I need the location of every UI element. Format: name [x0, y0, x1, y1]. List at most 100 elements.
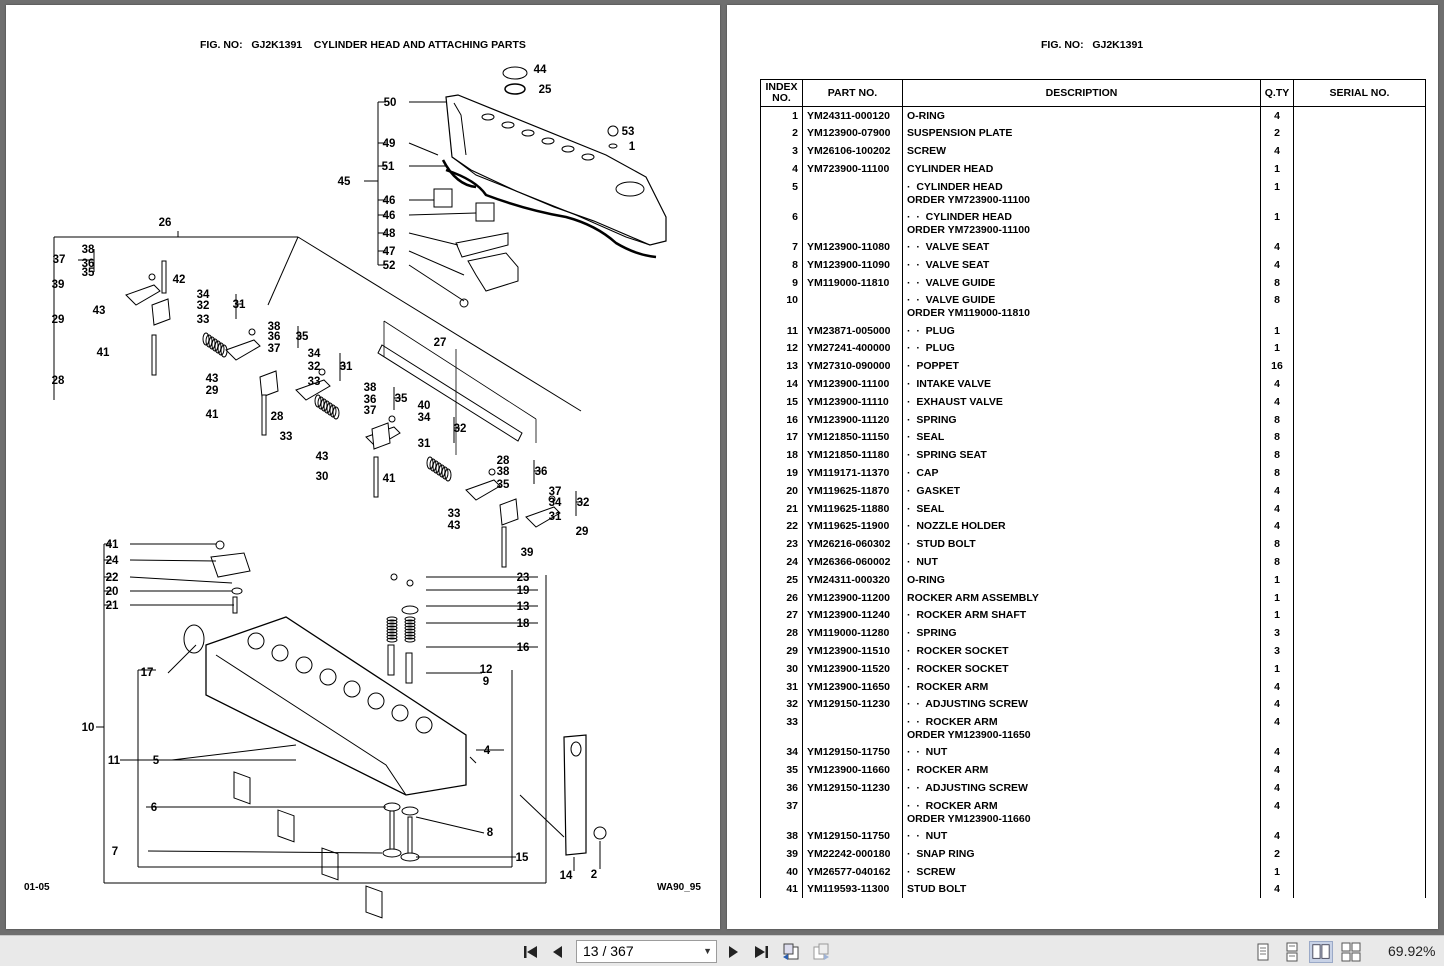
- qty-cell: 4: [1260, 375, 1294, 393]
- callout-number: 36: [82, 258, 95, 270]
- description-cell: STUD BOLT: [902, 880, 1261, 899]
- diagram-line: [408, 212, 477, 216]
- diagram-page: FIG. NO: GJ2K1391 CYLINDER HEAD AND ATTA…: [6, 5, 720, 929]
- description-text: · GASKET: [907, 484, 961, 497]
- description-text: STUD BOLT: [907, 883, 967, 896]
- spring-part: [320, 398, 328, 412]
- zoom-level[interactable]: 69.92%: [1388, 943, 1436, 959]
- description-text: · · VALVE SEAT: [907, 241, 990, 254]
- callout-number: 29: [52, 314, 65, 326]
- part-number-cell: YM26216-060302: [802, 535, 903, 553]
- valve-spring-part: [404, 637, 416, 643]
- callout-number: 52: [383, 260, 396, 272]
- callout-number: 34: [308, 348, 321, 360]
- description-text: · · ROCKER ARM: [907, 716, 998, 729]
- serial-cell: [1293, 142, 1426, 160]
- callout-number: 50: [384, 97, 397, 109]
- description-cell: · STUD BOLT: [902, 535, 1261, 553]
- callout-number: 23: [517, 572, 530, 584]
- rocker-socket-part: [499, 498, 519, 526]
- page-number-field[interactable]: 13 / 367 ▼: [576, 940, 717, 963]
- index-cell: 12: [760, 339, 803, 358]
- description-cell: · POPPET: [902, 357, 1261, 376]
- description-text: · SEAL: [907, 431, 945, 444]
- serial-cell: [1293, 321, 1426, 340]
- description-cell: · NOZZLE HOLDER: [902, 517, 1261, 536]
- part-number-cell: YM123900-11660: [802, 761, 903, 779]
- part-number-cell: YM22242-000180: [802, 844, 903, 863]
- prev-page-icon[interactable]: [548, 942, 568, 962]
- spring-part: [426, 456, 434, 470]
- description-cell: · · NUT: [902, 743, 1261, 762]
- description-text: · STUD BOLT: [907, 538, 976, 551]
- order-note: ORDER YM123900-11650: [907, 729, 1031, 742]
- description-text: · · PLUG: [907, 324, 955, 337]
- stud-bolt-part: [151, 334, 157, 376]
- single-page-icon[interactable]: [1251, 941, 1275, 963]
- forward-view-icon[interactable]: [811, 942, 831, 962]
- callout-number: 33: [448, 508, 461, 520]
- description-text: SCREW: [907, 145, 947, 158]
- index-cell: 11: [760, 321, 803, 340]
- serial-cell: [1293, 641, 1426, 660]
- back-view-icon[interactable]: [781, 942, 801, 962]
- description-cell: · SEAL: [902, 499, 1261, 518]
- callout-number: 18: [517, 618, 530, 630]
- description-text: · SNAP RING: [907, 847, 975, 860]
- valve-spring-part: [386, 634, 398, 640]
- part-number-cell: YM123900-11080: [802, 238, 903, 256]
- adjusting-screw-part: [388, 415, 396, 423]
- description-text: · SPRING SEAT: [907, 449, 987, 462]
- diagram-line: [129, 576, 233, 584]
- serial-cell: [1293, 124, 1426, 143]
- viewer-toolbar: 13 / 367 ▼ 69.92%: [0, 935, 1444, 966]
- part-number-cell: [802, 207, 903, 239]
- part-number-cell: YM723900-11100: [802, 159, 903, 178]
- description-text: O-RING: [907, 573, 945, 586]
- chevron-down-icon[interactable]: ▼: [703, 946, 712, 956]
- description-cell: O-RING: [902, 106, 1261, 125]
- qty-cell: 1: [1260, 659, 1294, 678]
- o-ring-part: [504, 83, 526, 95]
- callout-number: 33: [280, 431, 293, 443]
- seal-part: [231, 587, 243, 595]
- description-text: · · ADJUSTING SCREW: [907, 781, 1028, 794]
- valve-seat-part: [401, 806, 419, 816]
- continuous-facing-icon[interactable]: [1339, 941, 1363, 963]
- callout-number: 34: [549, 497, 562, 509]
- callout-number: 22: [106, 572, 119, 584]
- description-cell: · · ADJUSTING SCREW: [902, 778, 1261, 797]
- next-page-icon[interactable]: [723, 942, 743, 962]
- part-number-cell: YM119000-11280: [802, 624, 903, 642]
- first-page-icon[interactable]: [521, 942, 541, 962]
- diagram-line: [147, 850, 383, 854]
- continuous-icon[interactable]: [1280, 941, 1304, 963]
- valve-seat-part: [383, 802, 401, 812]
- o-ring-part: [608, 143, 618, 149]
- valve-spring-part: [386, 625, 398, 631]
- callout-number: 38: [82, 244, 95, 256]
- index-cell: 26: [760, 588, 803, 607]
- facing-icon[interactable]: [1309, 941, 1333, 963]
- valve-spring-part: [386, 619, 398, 625]
- nozzle-holder: [210, 552, 251, 578]
- qty-cell: 8: [1260, 273, 1294, 292]
- last-page-icon[interactable]: [751, 942, 771, 962]
- description-text: · ROCKER ARM: [907, 764, 989, 777]
- description-text: · POPPET: [907, 360, 959, 373]
- rocker-arm-part: [225, 339, 261, 361]
- description-text: · INTAKE VALVE: [907, 378, 991, 391]
- qty-cell: 8: [1260, 553, 1294, 571]
- port-opening: [365, 885, 383, 919]
- valve-bore: [367, 692, 385, 710]
- callout-number: 44: [534, 64, 547, 76]
- serial-cell: [1293, 862, 1426, 881]
- bolt-part: [459, 298, 469, 308]
